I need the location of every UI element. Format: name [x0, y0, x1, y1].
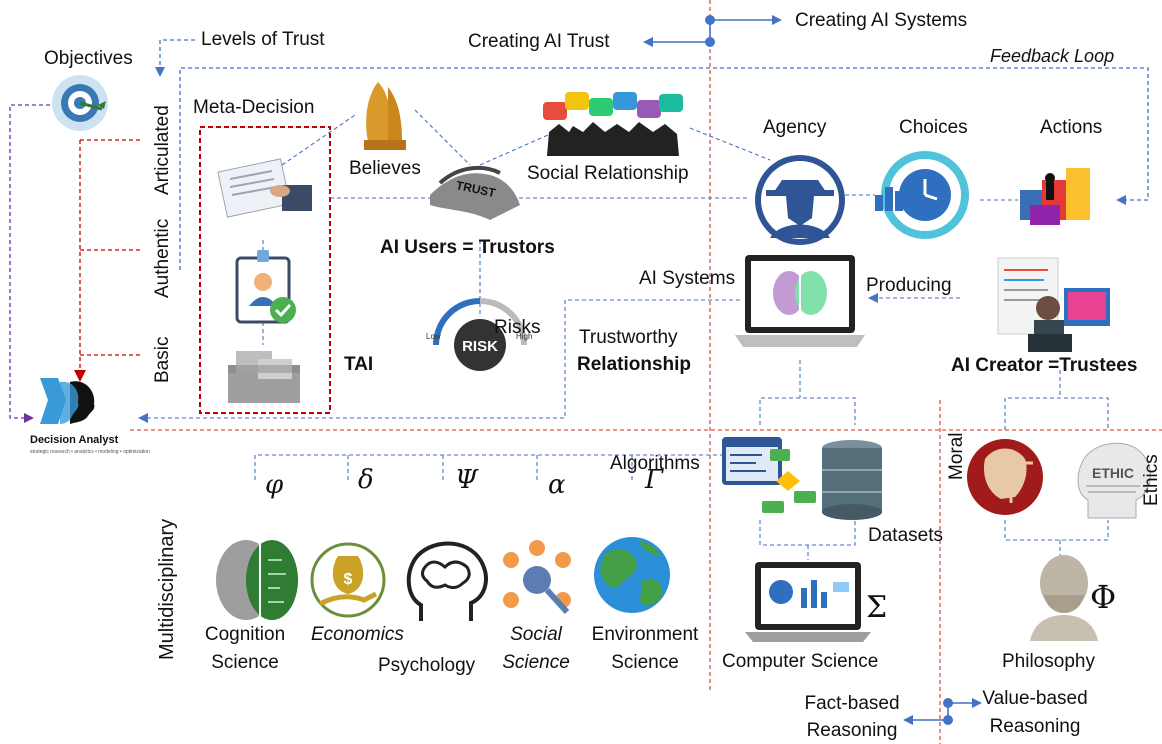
label-ai-creator: AI Creator =Trustees	[951, 355, 1138, 376]
choices-clock-icon	[875, 151, 969, 239]
label-environment-1: Environment	[591, 624, 699, 645]
label-cognition-1: Cognition	[204, 624, 286, 645]
divider-lines	[130, 0, 1162, 744]
label-algorithms: Algorithms	[610, 453, 700, 474]
label-tai: TAI	[344, 354, 374, 375]
label-believes: Believes	[349, 158, 421, 179]
label-objectives: Objectives	[44, 48, 133, 69]
social-network-icon	[503, 540, 571, 615]
label-cognition-2: Science	[211, 652, 279, 673]
crowd-speech-icon	[543, 92, 683, 156]
label-economics: Economics	[311, 624, 404, 645]
label-relationship: Relationship	[577, 354, 692, 375]
label-choices: Choices	[899, 117, 968, 138]
laptop-brain-icon	[735, 255, 865, 347]
agent-spy-icon	[755, 155, 845, 245]
risk-high: High	[516, 332, 532, 341]
actions-blocks-icon	[1020, 168, 1090, 225]
label-philosophy: Philosophy	[1002, 651, 1095, 672]
label-meta-decision: Meta-Decision	[193, 97, 315, 118]
label-datasets: Datasets	[868, 525, 943, 546]
symbol-big-phi: Φ	[1090, 578, 1117, 616]
label-fact-1: Fact-based	[804, 693, 900, 714]
level-connectors	[74, 139, 140, 382]
label-moral: Moral	[946, 432, 967, 480]
axis-node-bottom-a	[943, 698, 953, 708]
cognition-brain-icon	[216, 540, 298, 620]
risk-badge: RISK	[462, 338, 498, 355]
logo-subcaption: strategic research • analytics • modelin…	[30, 449, 150, 455]
objectives-line	[9, 104, 50, 423]
logo-caption: Decision Analyst	[30, 434, 119, 446]
target-icon	[52, 75, 108, 131]
document-sign-icon	[217, 158, 312, 218]
label-environment-2: Science	[611, 652, 679, 673]
label-creating-ai-trust: Creating AI Trust	[468, 31, 610, 52]
ethic-word: ETHIC	[1092, 465, 1134, 481]
risk-gauge-icon: RISK Low High	[426, 298, 532, 371]
symbol-psi: Ψ	[455, 465, 478, 495]
levels-arrow	[155, 39, 195, 77]
bottom-axis-arrows	[903, 698, 982, 725]
label-levels-of-trust: Levels of Trust	[201, 29, 325, 50]
axis-node-bottom-b	[943, 715, 953, 725]
ethic-head-icon: ETHIC	[1077, 442, 1151, 519]
label-level-basic: Basic	[152, 336, 173, 383]
label-agency: Agency	[763, 117, 827, 138]
label-fact-2: Reasoning	[806, 720, 898, 741]
axis-node-mid	[705, 37, 715, 47]
label-level-articulated: Articulated	[152, 105, 173, 195]
algorithm-flowchart-icon	[722, 437, 816, 513]
risk-low: Low	[426, 332, 441, 341]
axis-node-top	[705, 15, 715, 25]
label-risks: Risks	[494, 317, 541, 338]
globe-icon	[594, 537, 670, 613]
label-social-2: Science	[502, 652, 570, 673]
symbol-alpha: α	[548, 470, 566, 500]
label-computer-science: Computer Science	[722, 651, 879, 672]
boxes-icon	[228, 351, 300, 403]
symbol-delta: δ	[358, 465, 374, 495]
feedback-loop	[179, 67, 1149, 270]
symbol-sigma: Σ	[866, 590, 888, 625]
label-value-1: Value-based	[982, 688, 1088, 709]
decision-analyst-logo	[40, 378, 95, 424]
label-creating-ai-systems: Creating AI Systems	[795, 10, 968, 31]
psychology-head-icon	[406, 541, 488, 621]
economics-dollar: $	[344, 571, 353, 588]
label-actions: Actions	[1040, 117, 1103, 138]
label-value-2: Reasoning	[989, 716, 1081, 737]
creator-computer-icon	[997, 257, 1110, 352]
label-multidisciplinary: Multidisciplinary	[156, 518, 178, 660]
philosopher-bust-icon	[1030, 555, 1098, 641]
label-trustworthy: Trustworthy	[579, 327, 678, 348]
id-badge-icon	[235, 250, 296, 324]
hands-trust-icon: TRUST	[430, 165, 520, 220]
economics-money-icon: $	[310, 542, 386, 618]
database-icon	[822, 440, 882, 520]
label-social-1: Social	[510, 624, 562, 645]
label-ethics: Ethics	[1141, 454, 1162, 506]
label-level-authentic: Authentic	[152, 218, 173, 298]
blue-connectors	[138, 109, 1109, 560]
symbol-phi: φ	[265, 470, 284, 500]
label-ai-users: AI Users = Trustors	[380, 237, 555, 258]
computer-dashboard-icon	[745, 562, 871, 642]
meta-decision-box	[199, 126, 331, 414]
praying-hands-icon	[364, 82, 406, 150]
label-ai-systems: AI Systems	[639, 268, 736, 289]
label-feedback-loop: Feedback Loop	[990, 46, 1115, 66]
label-producing: Producing	[866, 275, 952, 296]
label-psychology: Psychology	[378, 655, 476, 676]
moral-justice-icon	[967, 439, 1043, 515]
label-social-relationship: Social Relationship	[527, 163, 689, 184]
symbol-gamma: Γ	[645, 465, 664, 495]
